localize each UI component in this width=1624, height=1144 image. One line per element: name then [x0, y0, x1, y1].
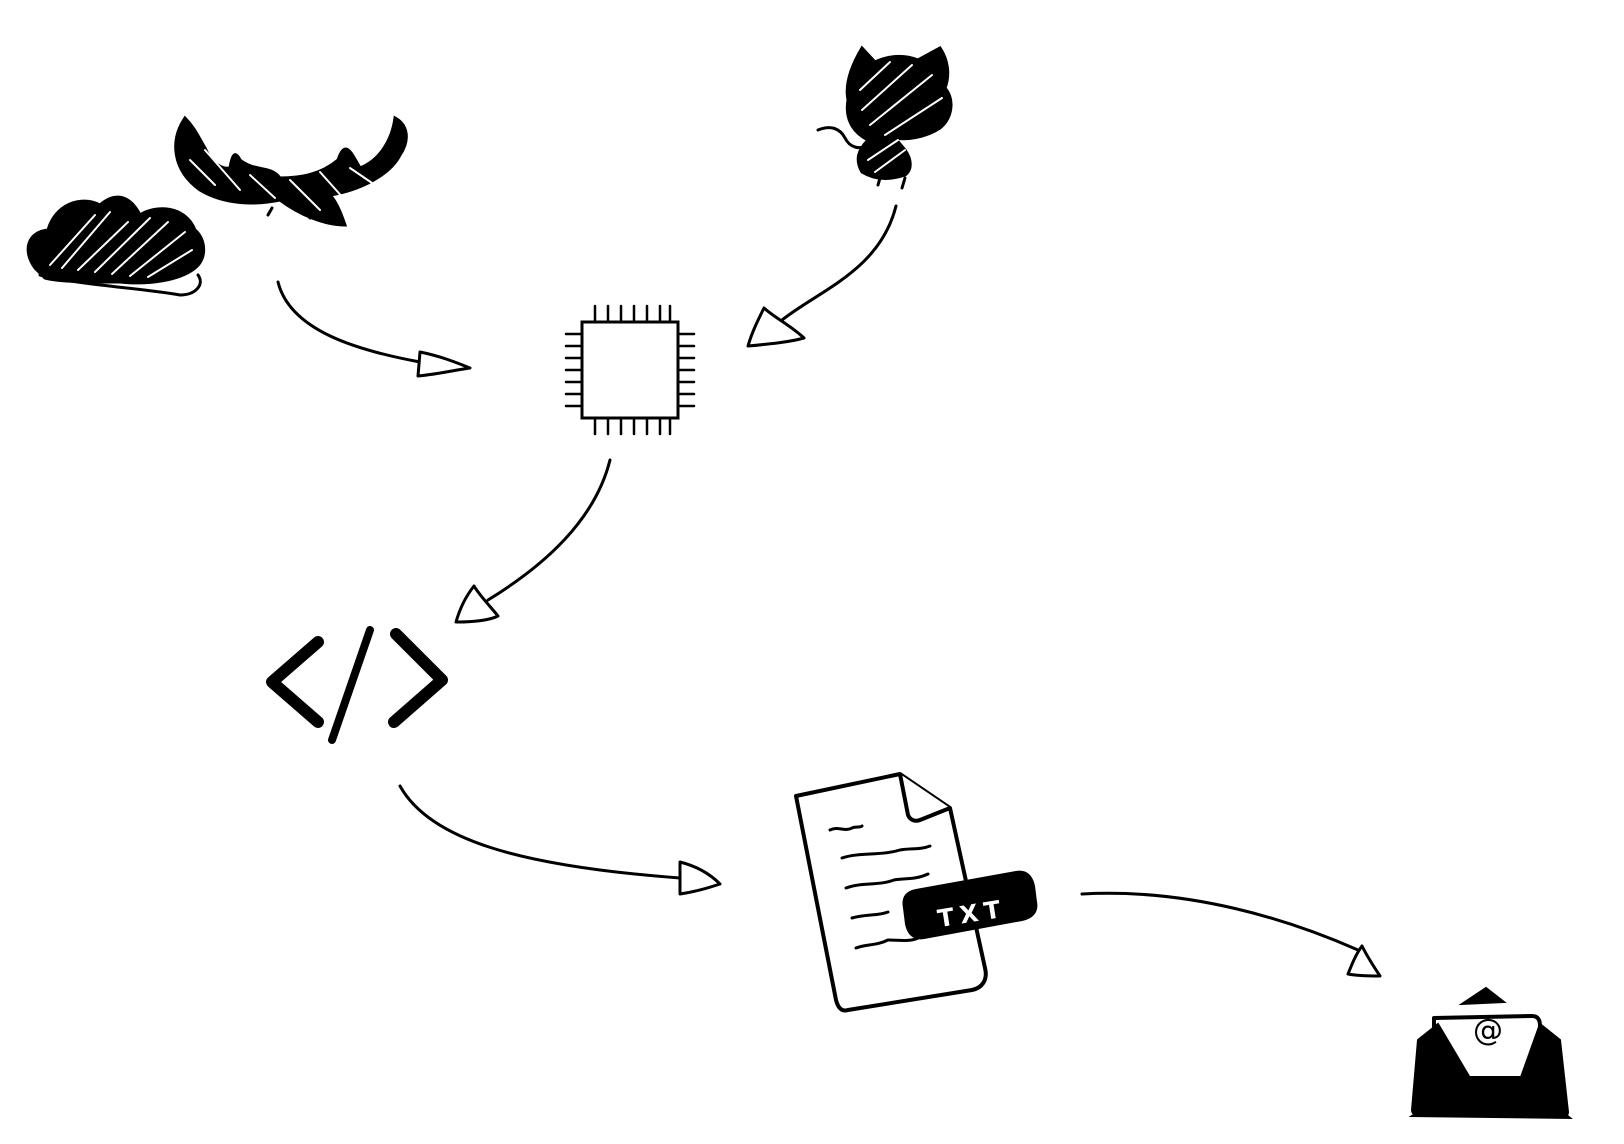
code-brackets-icon: [266, 626, 448, 744]
octocat-icon: [816, 45, 953, 190]
arrow-github-to-chip: [746, 204, 898, 348]
cloud-icon: [26, 195, 206, 297]
arrow-txt-to-email: [1080, 891, 1382, 978]
email-envelope-icon: @: [1408, 986, 1573, 1120]
arrow-code-to-txt: [398, 784, 722, 896]
email-at-symbol: @: [1473, 1013, 1503, 1048]
microchip-icon: [564, 304, 696, 436]
gnu-icon: [174, 115, 408, 227]
arrow-chip-to-code: [454, 458, 612, 624]
txt-file-icon: TXT: [794, 772, 1038, 1013]
arrow-gnu-to-chip: [276, 280, 472, 378]
